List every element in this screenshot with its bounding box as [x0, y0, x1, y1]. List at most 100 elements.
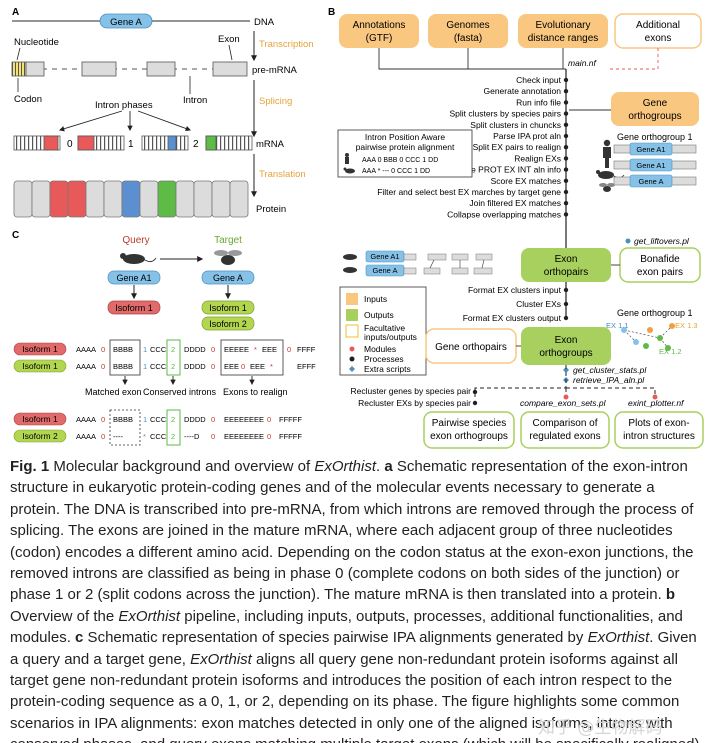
caption-c: c	[75, 629, 84, 647]
panel-c: C Query Target Gene A1 Gene A Isoform 1 …	[12, 230, 316, 446]
ipa-box	[337, 129, 473, 178]
caption-tool4: ExOrthist	[190, 650, 252, 668]
aln1-r1-star: *	[254, 345, 257, 354]
exon-orthopairs-sub: orthopairs	[544, 267, 588, 278]
pipeline-step-label: Filter and select best EX marches by tar…	[377, 187, 561, 197]
get-liftovers-label: get_liftovers.pl	[634, 236, 690, 246]
ortho-gene-a1: Gene A1	[370, 252, 399, 261]
protein-chain	[13, 180, 249, 218]
aln1-r2-phase1: 1	[143, 362, 147, 371]
exon-label: Exon	[218, 34, 240, 45]
pipeline-step-label: Run info file	[516, 97, 561, 107]
caption-p4: Overview of the	[10, 607, 119, 625]
protein-label: Protein	[256, 204, 286, 215]
aln2-r2-phase0c: 0	[267, 432, 271, 441]
legend-modules-dot	[349, 346, 355, 352]
annotations-input	[339, 14, 419, 48]
legend-facultative-2: inputs/outputs	[364, 332, 417, 342]
gene-orthogroup-tracks: Gene A1 Gene A1 Gene A	[613, 142, 697, 188]
query-gene-pill	[107, 270, 161, 285]
caption-tool1: ExOrthist	[314, 458, 377, 475]
exon-block-1	[25, 61, 45, 77]
aln2-r1-a: AAAA	[76, 415, 96, 424]
intron-phases-label: Intron phases	[95, 100, 153, 111]
ipa-title-2: pairwise protein alignment	[356, 142, 455, 152]
watermark: 知乎 @生物解码	[538, 718, 663, 738]
comparison-output	[520, 411, 610, 449]
gene-orthogroup-1-label: Gene orthogroup 1	[617, 132, 693, 142]
annotations-sub: (GTF)	[366, 33, 393, 44]
phase-0-label: 0	[67, 139, 73, 150]
caption-p3: Schematic representation of the exon-int…	[10, 458, 694, 604]
aln2-r2-phase0b: 0	[211, 432, 215, 441]
phase-1-label: 1	[128, 139, 134, 150]
track-gene-a: Gene A	[638, 177, 663, 186]
aln1-r1-phase0b: 0	[211, 345, 215, 354]
compare-dot	[563, 394, 569, 400]
pipeline-step-dot	[563, 156, 569, 161]
aln2-r1-e: EEEEEEEE	[224, 415, 264, 424]
mouse-silhouette-icon	[596, 170, 625, 179]
evolutionary-sub: distance ranges	[528, 33, 599, 44]
target-label: Target	[214, 235, 242, 246]
pipeline-step-dot	[563, 212, 569, 217]
exon-orthogroups-output	[521, 327, 611, 365]
aln1-r1-phase0c: 0	[287, 345, 291, 354]
recluster-genes-label: Recluster genes by species pair	[351, 386, 472, 396]
nucleotide-label: Nucleotide	[14, 37, 59, 48]
phase-arrow-0	[58, 110, 123, 132]
target-isoform2-label: Isoform 2	[209, 319, 247, 329]
exon-block-3	[146, 61, 176, 77]
pairwise-output	[423, 411, 515, 449]
phase-2-label: 2	[193, 139, 199, 150]
pipeline-step-dot	[563, 201, 569, 206]
aln1-r2-a: AAAA	[76, 362, 96, 371]
codon-exon	[11, 61, 27, 77]
pipeline-step-dot	[563, 122, 569, 128]
aln1-row1-label: Isoform 1	[22, 344, 58, 354]
pipeline-step-label: Parse IPA prot aln	[493, 131, 561, 141]
pipeline-step-label: Split clusters in chuncks	[470, 120, 561, 130]
aln2-r1-b: BBBB	[113, 415, 133, 424]
gene-orthogroups-input	[611, 92, 699, 126]
cluster-step-dot	[563, 315, 569, 321]
exint-plotter-label: exint_plotter.nf	[628, 398, 685, 408]
pipeline-step-dot	[563, 145, 569, 150]
caption-tool3: ExOrthist	[587, 629, 650, 647]
query-gene-label: Gene A1	[116, 273, 151, 283]
legend-processes: Processes	[364, 354, 404, 364]
aln1-r2-star: *	[270, 362, 273, 371]
gene-a-label: Gene A	[110, 17, 142, 28]
ipa-row-2: AAA * --- 0 CCC 1 DD	[362, 168, 430, 175]
aln2-r2-d: ----D	[184, 432, 200, 441]
mrna-seg-2a	[141, 135, 189, 151]
genomes-input	[428, 14, 508, 48]
pairwise-label: Pairwise species	[432, 418, 506, 429]
pipeline-step-label: Merge PROT EX INT aln info	[452, 165, 562, 175]
annotations-connector	[378, 48, 566, 70]
query-label: Query	[122, 235, 149, 246]
aln1-r1-b: BBBB	[113, 345, 133, 354]
evolutionary-label: Evolutionary	[535, 20, 590, 31]
genomes-label: Genomes	[446, 20, 489, 31]
ortho-gene-a: Gene A	[372, 266, 397, 275]
aln2-r1-c: CCC	[150, 415, 167, 424]
panel-c-label: C	[12, 230, 19, 241]
legend-processes-dot	[349, 356, 355, 362]
aln2-r2-e: EEEEEEEE	[224, 432, 264, 441]
aln1-r1-c: CCC	[150, 345, 167, 354]
target-fly-icon	[214, 250, 242, 265]
exon-block-4	[212, 61, 248, 77]
aln1-r2-f: EFFF	[297, 362, 316, 371]
pipeline-step-label: Collapse overlapping matches	[447, 209, 561, 219]
network-title: Gene orthogroup 1	[617, 308, 693, 318]
target-gene-pill	[201, 270, 255, 285]
cluster-step-dot	[563, 301, 569, 307]
gene-orthogroups-sub: orthogroups	[628, 111, 681, 122]
ex12-label: EX 1.2	[659, 347, 682, 356]
phase-arrow-2	[137, 110, 192, 132]
pipeline-step-label: Generate annotation	[483, 86, 561, 96]
target-isoform1-pill	[201, 300, 255, 315]
ex13-label: EX 1.3	[675, 321, 698, 330]
